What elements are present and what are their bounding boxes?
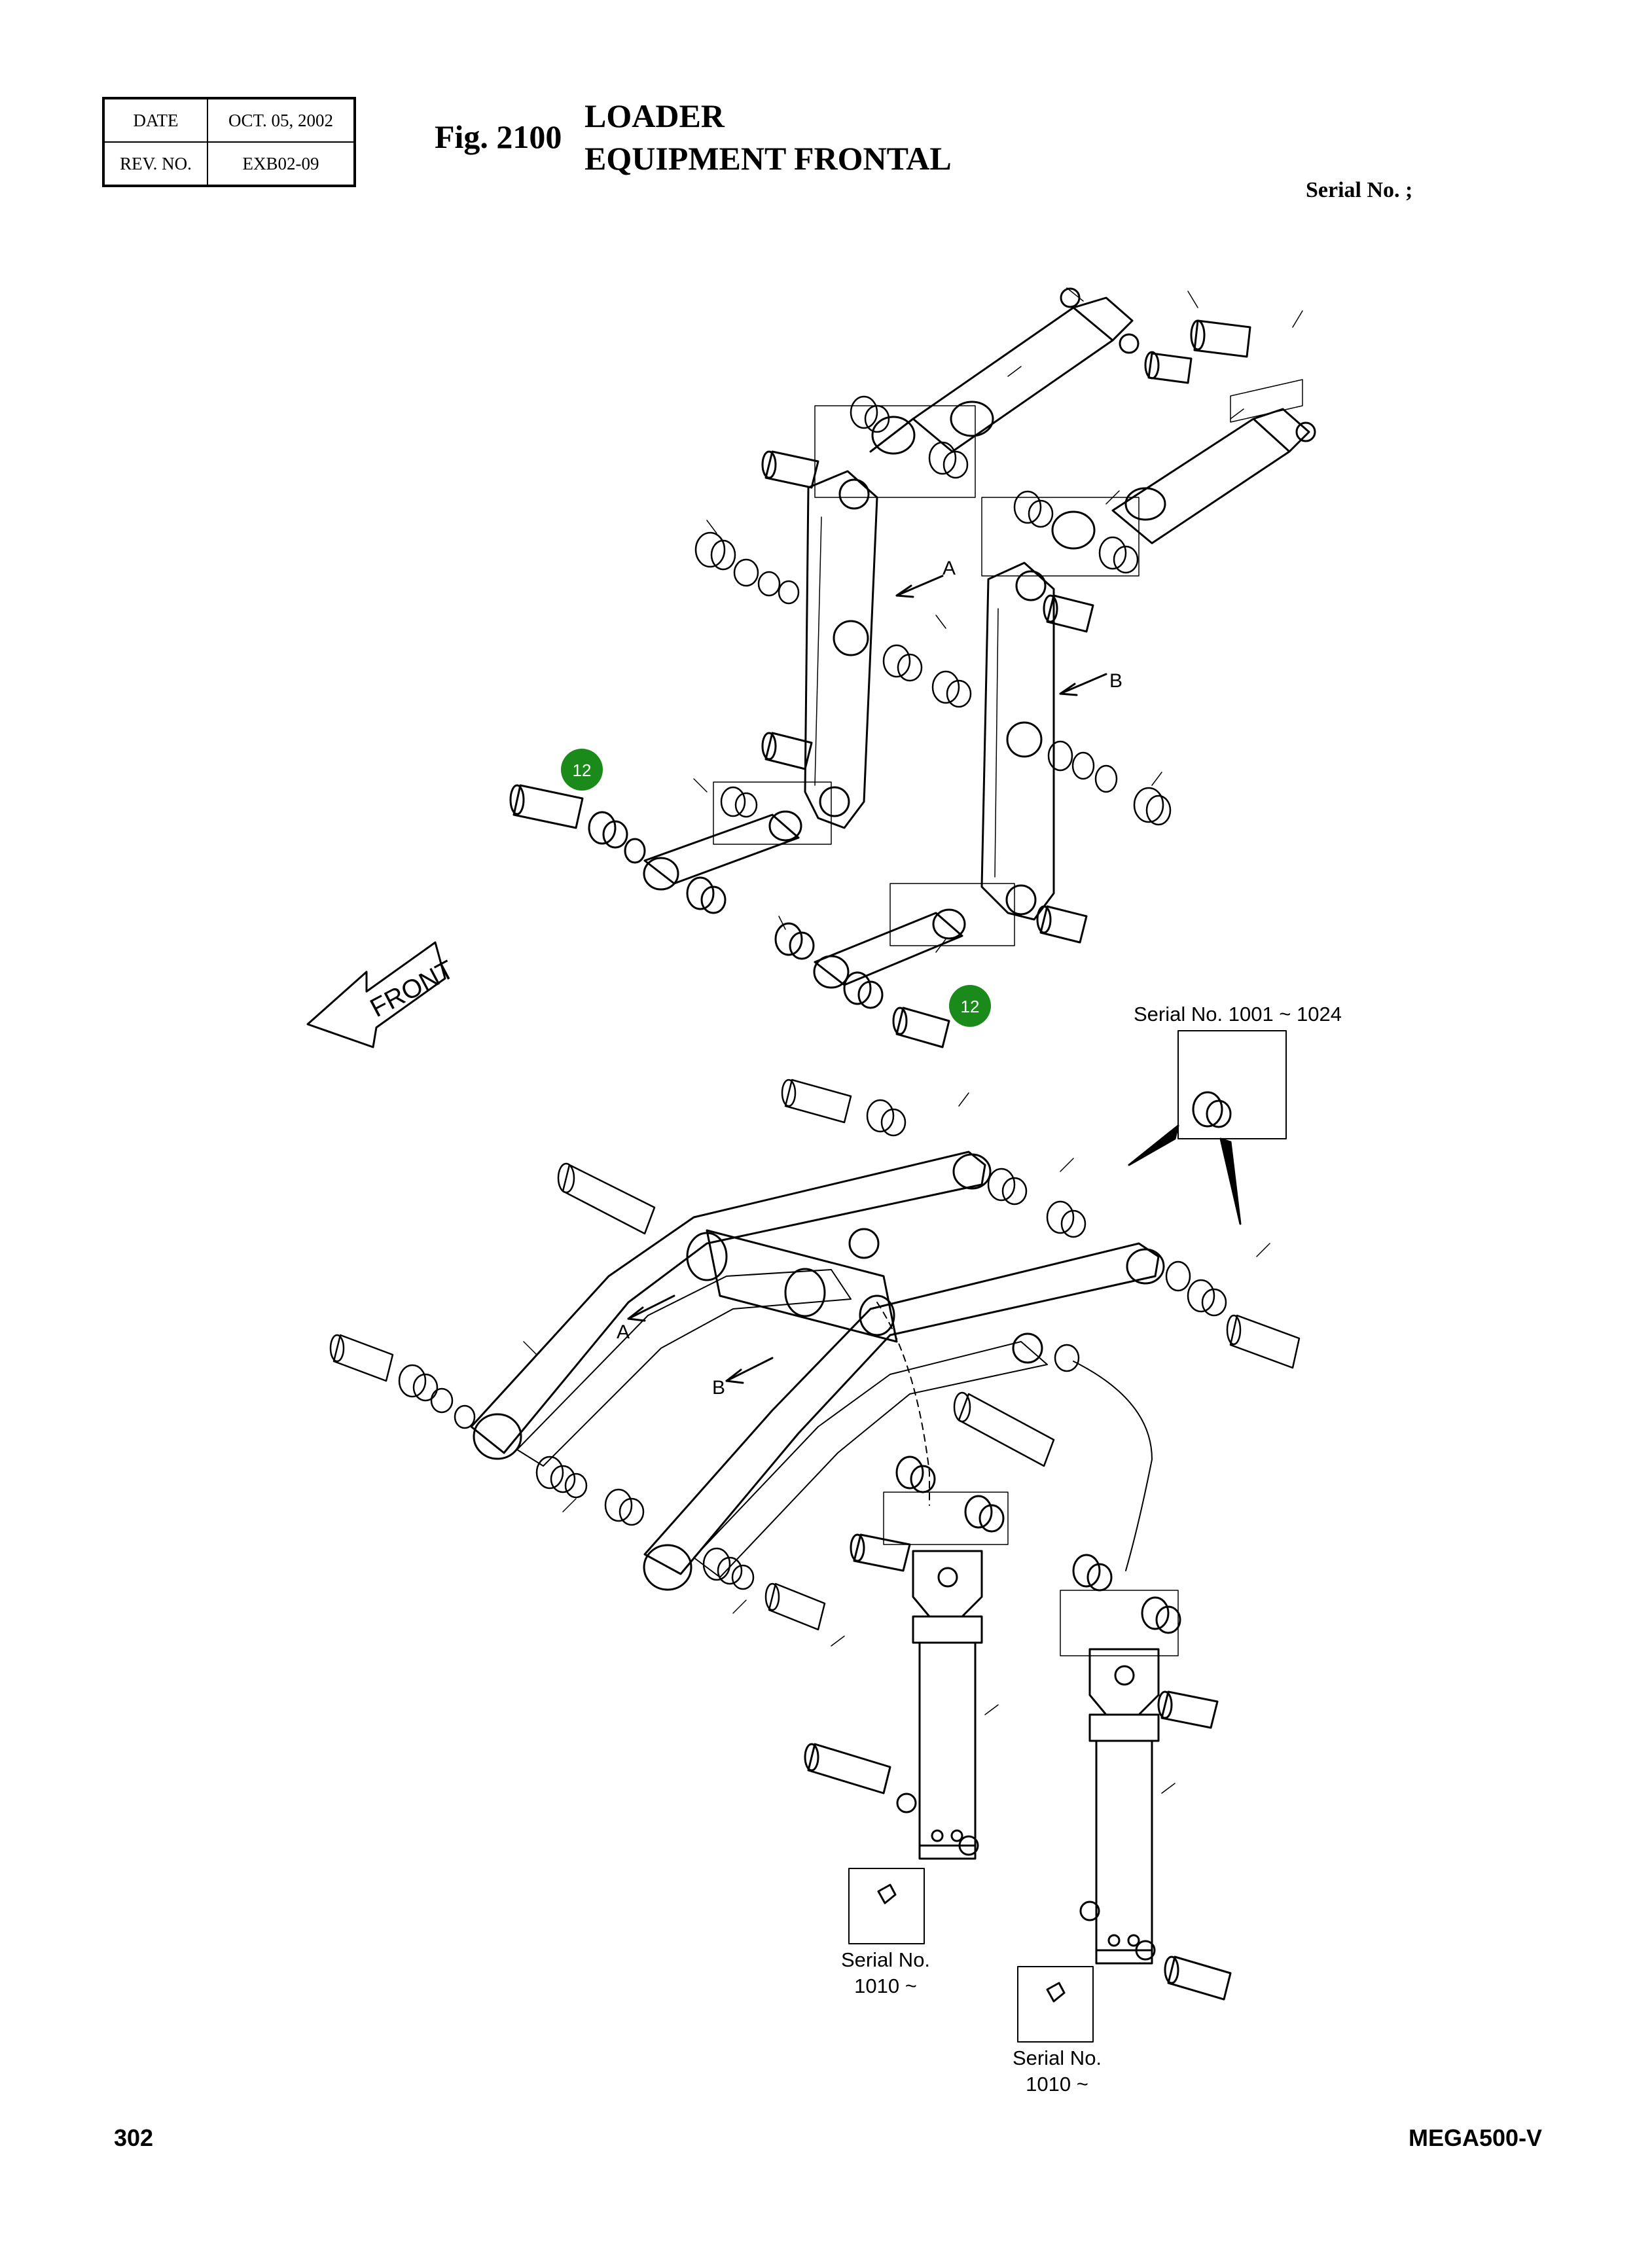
inset-serial-1010-left	[848, 1868, 925, 1944]
boom-pins-washers	[329, 1079, 1301, 1631]
pins-upper	[761, 450, 1094, 944]
model-name: MEGA500-V	[1409, 2124, 1543, 2151]
arrow-b-upper	[1059, 673, 1107, 695]
inset-serial-1010-right	[1017, 1966, 1094, 2043]
header-table: DATE OCT. 05, 2002 REV. NO. EXB02-09	[102, 97, 356, 187]
callout-12-right: 12	[949, 985, 991, 1027]
bell-crank-left	[804, 470, 878, 829]
view-label-b-upper: B	[1109, 670, 1122, 692]
tilt-cylinder-upper-left	[814, 296, 1134, 498]
view-label-b-lower: B	[712, 1377, 725, 1399]
cylinder-pins-top	[1060, 287, 1316, 442]
inset-serial-2-line1: Serial No.	[841, 1948, 930, 1971]
tilt-link-left	[643, 781, 832, 891]
date-value: OCT. 05, 2002	[207, 98, 355, 143]
pin-left-callout	[509, 784, 727, 914]
pin-right-callout	[774, 922, 950, 1048]
figure-title-line1: LOADER	[584, 98, 725, 134]
front-arrow-label: FRONT	[366, 955, 459, 1023]
leader-lines	[523, 287, 1303, 1794]
view-label-a-upper: A	[943, 558, 956, 579]
arrow-b-lower	[725, 1357, 774, 1382]
callout-12-left-label: 12	[573, 760, 592, 780]
loader-boom	[470, 1151, 1165, 1591]
tilt-cylinder-upper-right	[981, 379, 1310, 577]
figure-title-line2: EQUIPMENT FRONTAL	[584, 140, 952, 177]
serial-number-header: Serial No. ;	[1306, 178, 1413, 202]
leader-curve-2	[1073, 1361, 1153, 1571]
bell-crank-right	[980, 562, 1055, 921]
page-number: 302	[114, 2124, 154, 2151]
callout-12-right-label: 12	[961, 997, 980, 1016]
rev-value: EXB02-09	[207, 141, 355, 187]
lift-cylinder-right	[1060, 1554, 1232, 2001]
inset-serial-1-label: Serial No. 1001 ~ 1024	[1134, 1003, 1342, 1026]
date-label: DATE	[103, 98, 208, 143]
rev-label: REV. NO.	[103, 141, 208, 187]
inset-serial-3-line2: 1010 ~	[1026, 2073, 1088, 2096]
inset-serial-3-line1: Serial No.	[1013, 2046, 1102, 2069]
washer-stacks-upper	[694, 395, 1172, 826]
tilt-link-right	[813, 883, 1015, 989]
front-direction-arrow	[306, 941, 446, 1048]
arrow-a-upper	[895, 575, 944, 597]
lift-cylinder-left	[804, 1455, 1009, 1860]
inset-serial-2-line2: 1010 ~	[854, 1974, 917, 1997]
view-label-a-lower: A	[617, 1321, 630, 1343]
callout-12-left: 12	[561, 749, 603, 791]
figure-number: Fig. 2100	[435, 118, 562, 155]
inset-serial-1001-1024	[1128, 1030, 1287, 1225]
arrow-a-lower	[627, 1295, 675, 1320]
dashed-leader-1	[876, 1302, 930, 1506]
